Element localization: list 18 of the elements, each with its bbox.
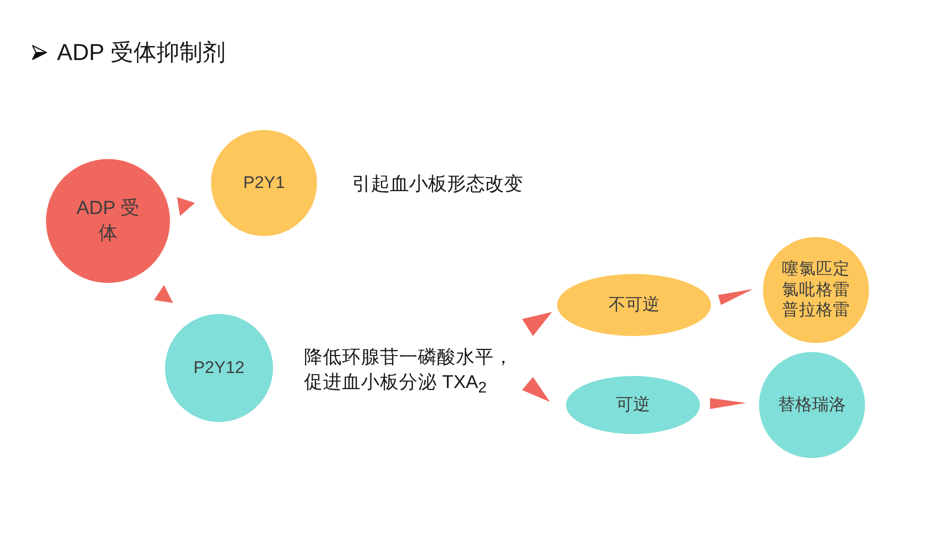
arrow: [522, 312, 552, 336]
caption-text: 引起血小板形态改变: [352, 173, 523, 197]
arrow: [522, 377, 550, 402]
arrow: [177, 197, 195, 216]
node-label: 不可逆: [608, 294, 660, 316]
node-label: P2Y1: [243, 172, 285, 194]
arrow: [710, 398, 746, 409]
node-label: P2Y12: [193, 357, 245, 379]
title: ADP 受体抑制剂: [57, 39, 226, 65]
node-label: ADP 受体: [75, 197, 140, 246]
node-label: 替格瑞洛: [778, 394, 846, 416]
node-label: 可逆: [616, 394, 650, 416]
description-text: 降低环腺苷一磷酸水平，促进血小板分泌 TXA$_{2}$: [304, 344, 518, 401]
arrow: [154, 285, 173, 303]
node-label: 普拉格雷: [782, 300, 850, 321]
arrow: [718, 289, 753, 305]
node-label: 噻氯匹定: [782, 259, 850, 280]
node-label: 氯吡格雷: [782, 280, 850, 300]
